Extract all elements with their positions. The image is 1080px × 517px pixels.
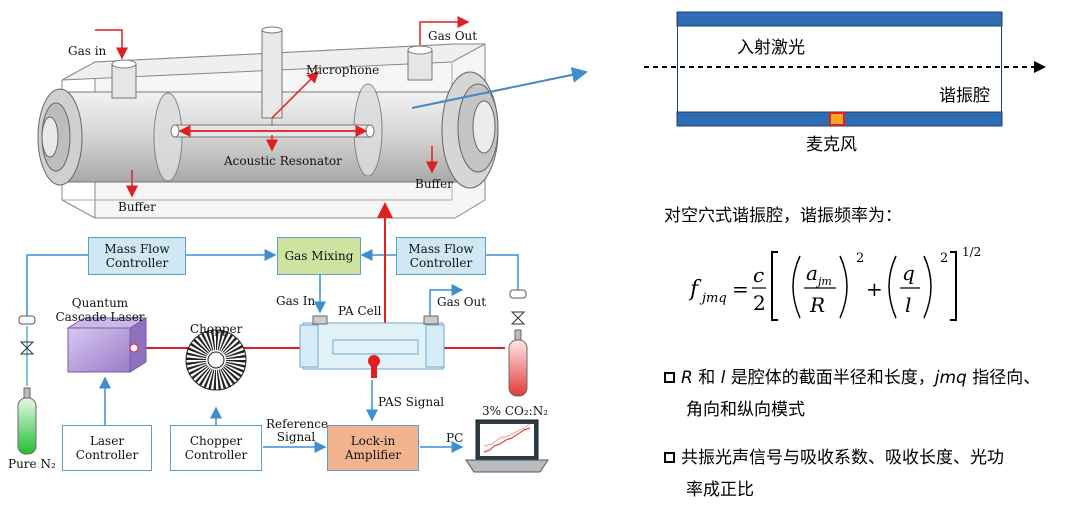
- label-co2: 3% CO₂:N₂: [482, 404, 549, 418]
- svg-text:=: =: [732, 277, 749, 301]
- resonator-schematic: [644, 11, 1046, 127]
- chopper-wheel: [185, 329, 247, 391]
- label-pc: PC: [446, 431, 464, 445]
- svg-text:1/2: 1/2: [962, 245, 981, 259]
- text-jmq: jmq: [934, 368, 967, 388]
- svg-text:a: a: [806, 261, 818, 285]
- label-microphone: Microphone: [306, 63, 380, 77]
- label-incident-laser: 入射激光: [737, 38, 805, 58]
- svg-text:q: q: [902, 261, 915, 285]
- svg-text:jm: jm: [815, 275, 832, 288]
- co2-cylinder: [508, 289, 528, 397]
- text-R: R: [681, 368, 693, 388]
- bullet-1-line2: 角向和纵向模式: [686, 400, 805, 420]
- svg-text:R: R: [809, 293, 825, 317]
- text-b1: 是腔体的截面半径和长度，: [725, 368, 935, 388]
- label-pure-n2: Pure N₂: [8, 457, 56, 471]
- label-qcl: Quantum Cascade Laser: [55, 296, 145, 324]
- svg-text:jmq: jmq: [699, 291, 727, 306]
- qcl-laser: [66, 317, 148, 373]
- label-gas-out: Gas Out: [428, 29, 478, 43]
- svg-text:2: 2: [940, 251, 948, 266]
- label-chopper: Chopper: [190, 322, 243, 336]
- text-b1-2: 指径向、: [966, 368, 1041, 388]
- pa-cell-3d: [37, 16, 588, 219]
- gas-mixing-box: Gas Mixing: [277, 237, 361, 275]
- label-pas-signal: PAS Signal: [378, 395, 445, 409]
- n2-cylinder: [17, 315, 37, 455]
- bullet-square-icon: [664, 372, 675, 383]
- chopper-controller-box: Chopper Controller: [170, 425, 262, 471]
- text-and: 和: [692, 368, 721, 388]
- formula-intro: 对空穴式谐振腔，谐振频率为：: [664, 206, 902, 226]
- bullet-square-icon: [664, 452, 675, 463]
- bullet-1: R 和 l 是腔体的截面半径和长度，jmq 指径向、: [664, 362, 1040, 394]
- label-reference-signal: Reference Signal: [266, 417, 329, 444]
- pa-cell-2d: [299, 315, 445, 378]
- svg-text:c: c: [753, 263, 764, 287]
- text-b2: 共振光声信号与吸收系数、吸收长度、光功: [681, 448, 1004, 468]
- laser-controller-box: Laser Controller: [62, 425, 152, 471]
- label-microphone-cn: 麦克风: [806, 135, 857, 155]
- label-pa-gas-in: Gas In: [276, 294, 316, 308]
- text-l: l: [720, 368, 726, 388]
- label-pa-cell: PA Cell: [338, 304, 382, 318]
- resonance-formula: f jmq = c 2 a jm R 2 + q l 2 1/2: [688, 245, 981, 321]
- label-pa-gas-out: Gas Out: [437, 295, 487, 309]
- svg-text:2: 2: [856, 251, 864, 266]
- mass-flow-controller-right: Mass Flow Controller: [396, 237, 486, 275]
- label-acoustic-resonator: Acoustic Resonator: [224, 154, 342, 168]
- svg-text:2: 2: [753, 291, 766, 315]
- label-buffer-right: Buffer: [415, 177, 453, 191]
- mass-flow-controller-left: Mass Flow Controller: [88, 237, 186, 275]
- svg-text:l: l: [905, 293, 911, 317]
- lockin-amplifier-box: Lock-in Amplifier: [327, 425, 419, 471]
- svg-text:+: +: [866, 277, 883, 301]
- label-resonator: 谐振腔: [939, 86, 990, 106]
- label-buffer-left: Buffer: [118, 200, 156, 214]
- label-gas-in: Gas in: [68, 44, 107, 58]
- pc-laptop: [465, 419, 549, 473]
- bullet-2: 共振光声信号与吸收系数、吸收长度、光功: [664, 442, 1004, 474]
- svg-text:f: f: [688, 277, 702, 302]
- bullet-2-line2: 率成正比: [686, 480, 754, 500]
